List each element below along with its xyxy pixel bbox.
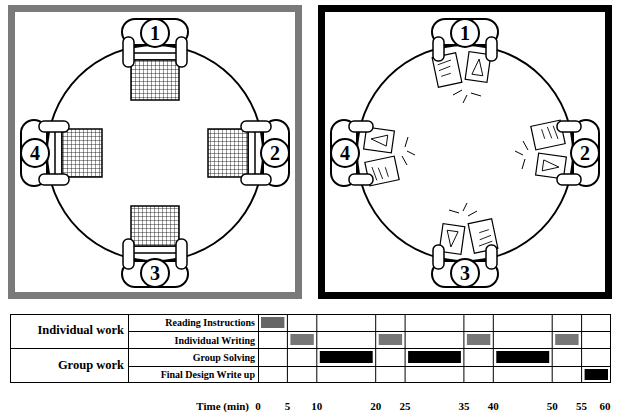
seat-number: 4: [330, 138, 360, 168]
panel-frame: [322, 9, 609, 296]
seat-number: 2: [260, 138, 290, 168]
callout-number: 3: [150, 263, 160, 283]
axis-label: Time (min): [196, 400, 249, 412]
person-paper: [331, 120, 415, 186]
tick-label: 5: [285, 400, 291, 412]
row-label: Final Design Write up: [161, 369, 255, 380]
callout-number: 2: [270, 143, 280, 163]
solving-bar: [320, 351, 373, 363]
table-border: [11, 315, 611, 383]
person-laptop: [122, 206, 188, 287]
person-laptop: [21, 120, 102, 186]
seat-number: 3: [450, 258, 480, 288]
seat-number: 4: [20, 138, 50, 168]
row-label: Group Solving: [193, 352, 255, 363]
row-label: Individual Writing: [175, 335, 256, 346]
panel-frame: [12, 9, 299, 296]
schedule-bars: [261, 317, 608, 380]
group-label: Group work: [58, 359, 124, 373]
person-paper: [432, 19, 498, 103]
solving-bar: [408, 351, 461, 363]
person-paper: [515, 120, 599, 186]
callout-number: 2: [580, 143, 590, 163]
tick-label: 55: [576, 400, 587, 412]
person-laptop: [208, 120, 289, 186]
tick-label: 40: [488, 400, 499, 412]
person-laptop: [122, 19, 188, 100]
schedule-grid: [11, 315, 611, 383]
tick-label: 20: [370, 400, 381, 412]
callout-number: 1: [460, 23, 470, 43]
group-label: Individual work: [38, 324, 125, 338]
writing-bar: [290, 334, 313, 345]
reading-bar: [261, 317, 284, 328]
callout-number: 4: [30, 143, 40, 163]
seat-number: 1: [140, 18, 170, 48]
tick-label: 50: [547, 400, 558, 412]
tick-label: 35: [458, 400, 469, 412]
final-bar: [585, 369, 608, 380]
tick-label: 10: [311, 400, 322, 412]
writing-bar: [379, 334, 402, 345]
callout-number: 3: [460, 263, 470, 283]
tick-label: 0: [255, 400, 261, 412]
seat-number: 2: [570, 138, 600, 168]
writing-bar: [467, 334, 490, 345]
seat-number: 3: [140, 258, 170, 288]
person-paper: [432, 203, 498, 287]
callout-number: 4: [340, 143, 350, 163]
callout-number: 1: [150, 23, 160, 43]
seat-number: 1: [450, 18, 480, 48]
solving-bar: [496, 351, 549, 363]
writing-bar: [555, 334, 578, 345]
row-label: Reading Instructions: [165, 317, 255, 328]
tick-label: 60: [600, 400, 611, 412]
tick-label: 25: [400, 400, 411, 412]
